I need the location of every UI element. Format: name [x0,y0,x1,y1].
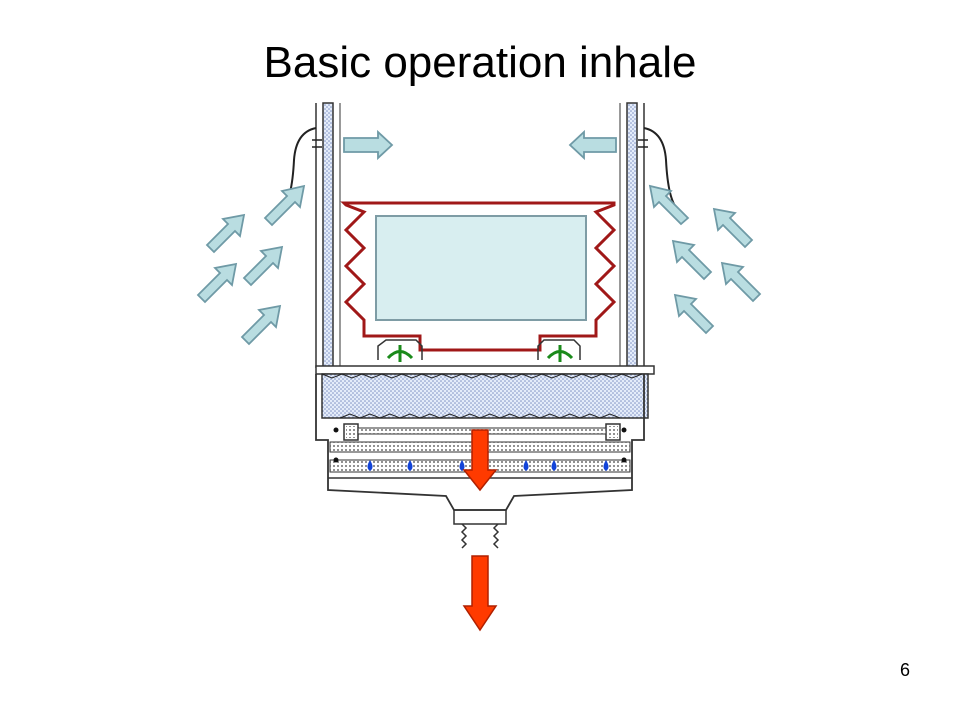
water-drop-icon [367,460,609,471]
right-hose [643,127,679,211]
page-number: 6 [899,660,910,680]
arrow-icon [196,129,762,346]
valve-icon [386,345,574,362]
right-wall [619,102,645,369]
down-arrow-icon [462,429,498,632]
inner-chamber [375,215,587,321]
slide-title: Basic operation inhale [263,38,697,87]
left-wall [315,102,341,369]
outlet-fitting [453,509,507,549]
bellows [340,201,617,352]
